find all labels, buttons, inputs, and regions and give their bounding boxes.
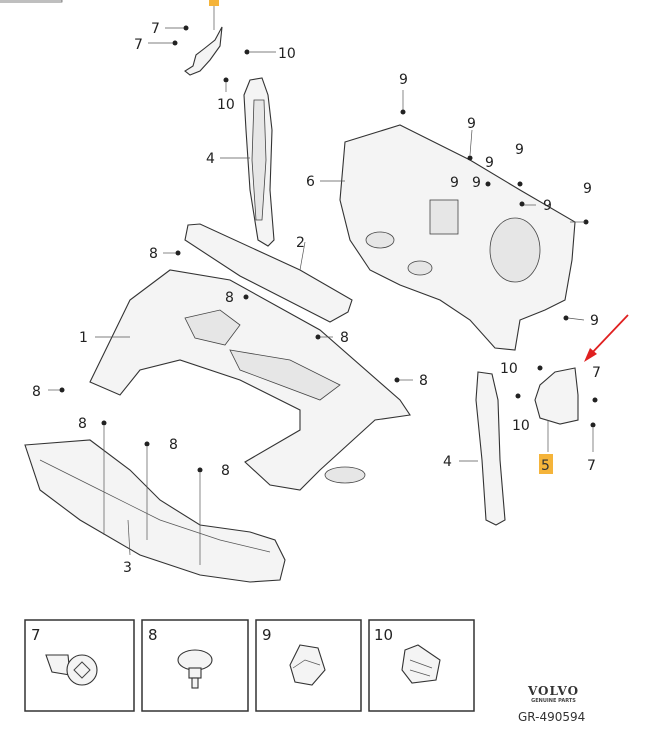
callout: 9	[485, 155, 494, 171]
callout: 7	[151, 21, 160, 37]
callout: 7	[592, 365, 601, 381]
callout: 9	[590, 313, 599, 329]
callout: 7	[587, 458, 596, 474]
legend-box-9: 9	[255, 619, 362, 712]
callout: 4	[443, 454, 452, 470]
callout: 9	[450, 175, 459, 191]
legend-number: 7	[31, 626, 41, 644]
highlight-part-5	[539, 454, 553, 474]
callout: 8	[78, 416, 87, 432]
callout: 9	[515, 142, 524, 158]
callout: 9	[399, 72, 408, 88]
callout: 6	[306, 174, 315, 190]
red-pointer-arrow-icon	[584, 314, 629, 362]
callout: 8	[340, 330, 349, 346]
callout: 10	[217, 97, 235, 113]
leader-lines	[48, 27, 594, 565]
highlight-marker-top	[209, 0, 219, 6]
brand-name: VOLVO	[527, 684, 580, 698]
legend-number: 10	[374, 626, 393, 644]
callout: 8	[149, 246, 158, 262]
legend-box-7: 7	[24, 619, 135, 712]
part-5-upper-bracket	[184, 26, 223, 76]
part-5-lower-bracket	[534, 367, 579, 425]
callout: 2	[296, 235, 305, 251]
clip-nut-icon	[289, 644, 326, 686]
volvo-logo: VOLVO GENUINE PARTS	[516, 684, 591, 704]
callout: 8	[419, 373, 428, 389]
callout-highlighted: 5	[541, 458, 550, 474]
part-4-lower-pillar	[475, 371, 506, 526]
callout: 9	[467, 116, 476, 132]
callout: 8	[169, 437, 178, 453]
callout: 10	[512, 418, 530, 434]
callout: 8	[225, 290, 234, 306]
callout: 9	[583, 181, 592, 197]
part-6-bulkhead-insulation	[339, 124, 576, 351]
callout: 9	[543, 198, 552, 214]
legend-box-8: 8	[141, 619, 249, 712]
callout: 8	[221, 463, 230, 479]
callout: 4	[206, 151, 215, 167]
part-2-cowl-panel	[184, 223, 353, 323]
callout: 1	[79, 330, 88, 346]
fastener-dots	[59, 25, 598, 473]
diagram-reference: GR-490594	[518, 710, 586, 724]
callout: 10	[278, 46, 296, 62]
callout: 3	[123, 560, 132, 576]
legend-number: 8	[148, 626, 158, 644]
part-1-floor-insulation	[89, 269, 411, 491]
partial-frame	[0, 0, 63, 3]
part-3-lower-shield	[24, 439, 286, 583]
push-clip-icon	[177, 649, 213, 689]
screw-icon	[45, 654, 98, 686]
expansion-nut-icon	[401, 644, 441, 684]
callout-labels: 7 7 10 10 9 9 4 6 9 9 9 9 9 9 2 8 8 8 1 …	[32, 21, 601, 576]
brand-tagline: GENUINE PARTS	[531, 698, 576, 704]
callout: 7	[134, 37, 143, 53]
legend-box-10: 10	[368, 619, 475, 712]
callout: 8	[32, 384, 41, 400]
callout: 10	[500, 361, 518, 377]
legend-number: 9	[262, 626, 272, 644]
callout: 9	[472, 175, 481, 191]
